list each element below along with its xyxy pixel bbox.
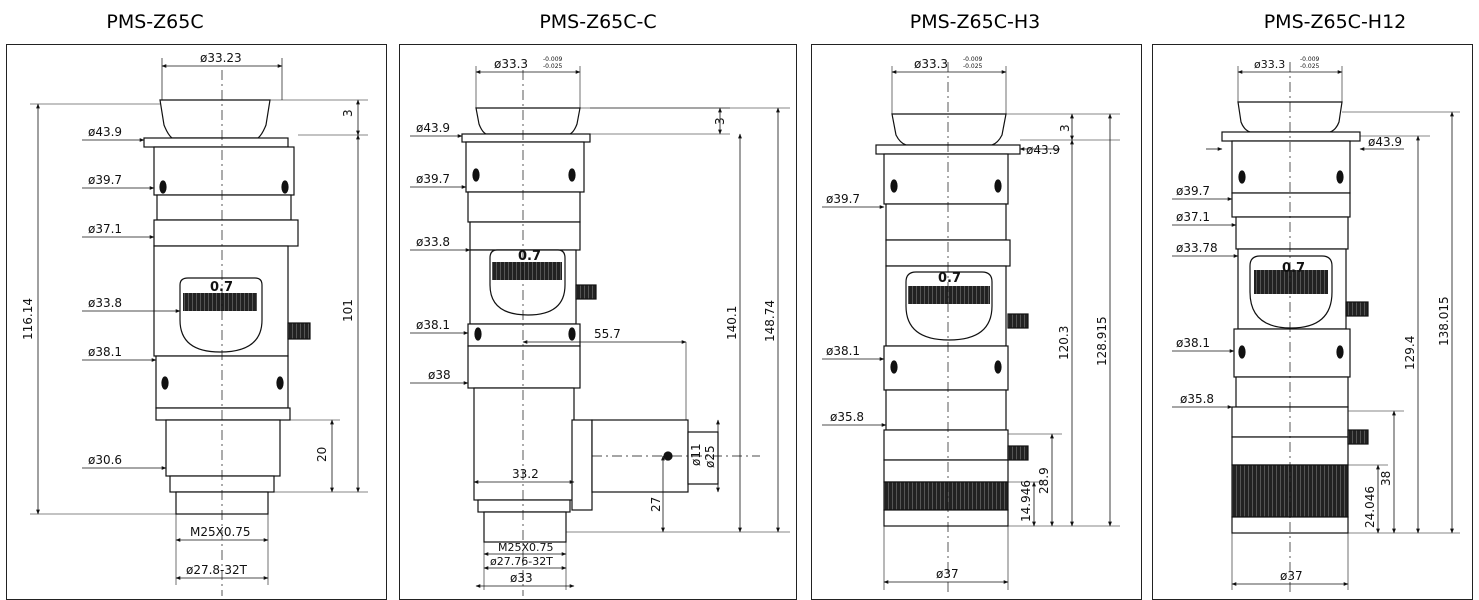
dim-h1: 140.1 [725,306,739,340]
dim-h2: 148.74 [763,300,777,342]
dim-h1: 129.4 [1403,336,1417,370]
dim-d2: ø37.1 [88,222,122,236]
panel-title-z65c-h12: PMS-Z65C-H12 [1263,11,1407,33]
dim-d5: ø35.8 [1180,392,1214,406]
labels-z65c: ø33.23 3 ø43.9 ø39.7 ø37.1 ø33.8 ø38.1 ø… [21,51,355,577]
labels-z65c-h3: ø33.3 -0.009 -0.025 3 ø43.9 ø39.7 ø38.1 … [826,56,1109,581]
dim-h1: 120.3 [1057,326,1071,360]
drawing-z65c-h3 [822,62,1120,596]
dim-top-dia: ø33.3 [1254,58,1285,71]
dim-top-dia: ø33.23 [200,51,242,65]
dim-flange: ø43.9 [416,121,450,135]
dim-d2: ø33.8 [416,235,450,249]
dim-h3: 38 [1379,471,1393,486]
zoom-label: 0.7 [938,271,961,286]
dim-h4: 14.946 [1019,480,1033,522]
dim-gap: 3 [1058,124,1072,132]
dim-h2: 20 [315,447,329,462]
dim-d2: ø37.1 [1176,210,1210,224]
zoom-label: 0.7 [518,249,541,264]
drawing-z65c [30,58,368,596]
dim-d4: ø38.1 [1176,336,1210,350]
dim-h3: 28.9 [1037,467,1051,494]
dim-top-tol-up: -0.009 [963,56,983,63]
dim-side-len: 55.7 [594,327,621,341]
dim-body-w: 33.2 [512,467,539,481]
labels-z65c-h12: ø33.3 -0.009 -0.025 ø43.9 ø39.7 ø37.1 ø3… [1176,56,1451,583]
dim-top-tol-up: -0.009 [543,56,563,63]
dim-top-dia: ø33.3 [914,57,948,71]
dim-top-tol-dn: -0.025 [1300,63,1320,70]
dim-gap: 3 [713,117,727,125]
labels-z65c-c: ø33.3 -0.009 -0.025 3 ø43.9 ø39.7 ø33.8 … [416,56,777,585]
dim-side-d1: ø11 [689,443,703,466]
dim-d4: ø38.1 [88,345,122,359]
zoom-label: 0.7 [1282,261,1305,276]
dim-d1: ø39.7 [416,172,450,186]
dim-bottom: ø37 [936,567,959,581]
dim-h2: 138.015 [1437,296,1451,346]
dim-d3: ø35.8 [830,410,864,424]
dim-flange: ø43.9 [1368,135,1402,149]
drawing-z65c-h12 [1172,62,1460,596]
dim-d4: ø38 [428,368,451,382]
dim-thread: M25X0.75 [190,525,251,539]
dim-d1: ø39.7 [826,192,860,206]
dim-d2: ø38.1 [826,344,860,358]
dim-d5: ø30.6 [88,453,122,467]
dim-d1: ø39.7 [88,173,122,187]
dim-h2: 128.915 [1095,316,1109,366]
dim-side-d2: ø25 [703,445,717,468]
dim-flange: ø43.9 [88,125,122,139]
dim-total: 116.14 [21,298,35,340]
drawing-z65c-c [410,66,790,596]
dim-bottom: ø37 [1280,569,1303,583]
panel-title-z65c-h3: PMS-Z65C-H3 [909,11,1041,33]
panel-title-z65c: PMS-Z65C [106,11,204,33]
dim-d3: ø33.8 [88,296,122,310]
dim-top-tol-dn: -0.025 [963,63,983,70]
panel-title-z65c-c: PMS-Z65C-C [539,11,657,33]
dim-h4: 24.046 [1363,486,1377,528]
dim-d1: ø39.7 [1176,184,1210,198]
dim-gap: 3 [341,109,355,117]
dim-top-tol-dn: -0.025 [543,63,563,70]
dim-flange: ø43.9 [1026,143,1060,157]
zoom-label: 0.7 [210,280,233,295]
dim-thread: M25X0.75 [498,541,554,554]
dim-bottom1: ø27.76-32T [490,555,553,568]
dim-bottom: ø27.8-32T [186,563,248,577]
dim-bottom2: ø33 [510,571,533,585]
dim-d3: ø33.78 [1176,241,1218,255]
dim-h1: 101 [341,299,355,322]
dim-d3: ø38.1 [416,318,450,332]
dim-side-h: 27 [649,497,663,512]
dim-top-dia: ø33.3 [494,57,528,71]
dim-top-tol-up: -0.009 [1300,56,1320,63]
